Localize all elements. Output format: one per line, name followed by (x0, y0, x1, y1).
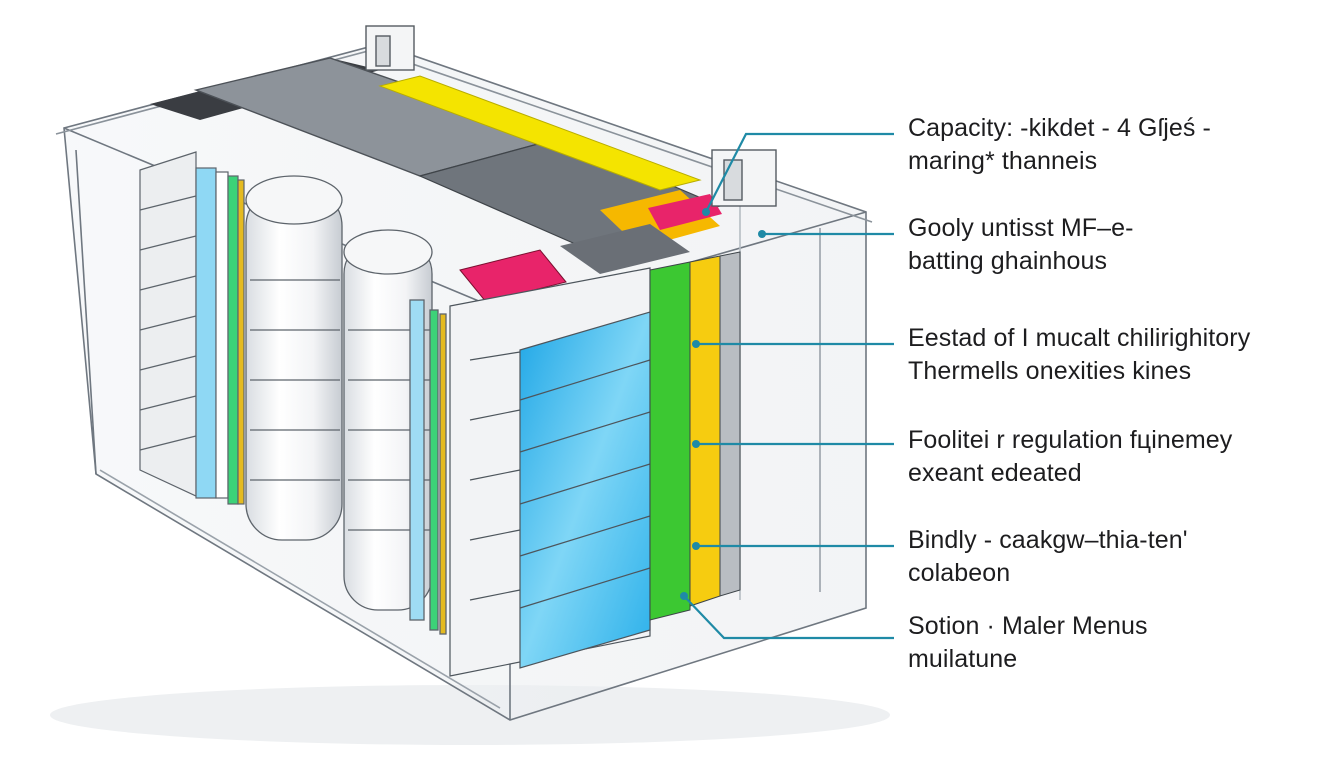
callout-line: Eestad of I mucalt chilirighitory (908, 324, 1251, 352)
top-cover (150, 57, 722, 303)
callout-line: Bindly - caakgw–thia-ten' (908, 526, 1188, 554)
callout-4: Foolitei r regulation fцinemey exeant ed… (908, 424, 1328, 490)
callout-line: Sotion · Maler Menus (908, 612, 1148, 640)
floor-shadow (50, 685, 890, 745)
callout-capacity: Capacity: -kikdet - 4 Gſjeś - maring* th… (908, 112, 1328, 178)
callout-line: Foolitei r regulation fцinemey (908, 426, 1233, 454)
thermal-plates (649, 251, 741, 621)
callout-line: maring* thanneis (908, 147, 1098, 175)
callout-2: Gooly untisst MF–e- batting ghainhous (908, 212, 1328, 278)
callout-line: Capacity: -kikdet - 4 Gſjeś - (908, 114, 1211, 142)
callout-5: Bindly - caakgw–thia-ten' colabeon (908, 524, 1328, 590)
callout-6: Sotion · Maler Menus muilatune (908, 610, 1328, 676)
callout-line: colabeon (908, 559, 1011, 587)
callout-line: muilatune (908, 645, 1018, 673)
cylindrical-cells (245, 175, 447, 635)
leader-lines (683, 132, 894, 640)
leader-anchor-dots (680, 208, 766, 600)
terminal-posts (365, 25, 777, 207)
callout-line: Thermells onexities kines (908, 357, 1192, 385)
callout-3: Eestad of I mucalt chilirighitory Therme… (908, 322, 1328, 388)
callout-line: Gooly untisst MF–e- (908, 214, 1134, 242)
callout-line: batting ghainhous (908, 247, 1108, 275)
cooling-fin-module (449, 267, 651, 677)
left-cell-stack (139, 151, 245, 505)
callout-line: exeant edeated (908, 459, 1082, 487)
